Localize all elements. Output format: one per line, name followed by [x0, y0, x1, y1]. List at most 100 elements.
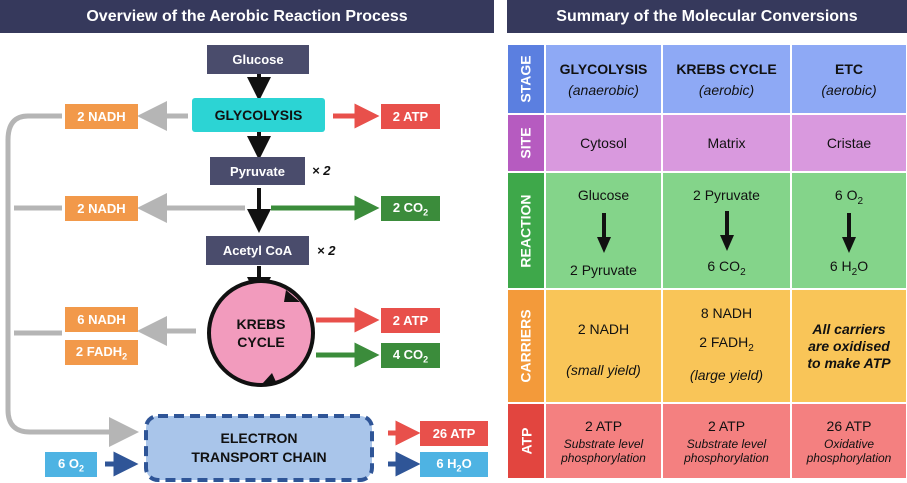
- row-header-atp-text: ATP: [518, 427, 534, 455]
- row-header-stage: STAGE: [507, 44, 545, 114]
- arrow-carriers-to-etc: [5, 113, 139, 447]
- cell-site-etc: Cristae: [791, 114, 907, 172]
- krebs-cycle-circle: [207, 279, 315, 387]
- stage-etc-note: (aerobic): [821, 81, 877, 98]
- co2-link-label: 2 CO2: [393, 200, 428, 218]
- atp-etc-box: 26 ATP: [420, 421, 488, 446]
- carriers-krebs-1: 8 NADH: [700, 304, 753, 321]
- krebs-cycle-label: KREBS CYCLE: [211, 314, 311, 352]
- co2-krebs-label: 4 CO2: [393, 347, 428, 365]
- reaction-etc-to-post: O: [857, 258, 869, 275]
- reaction-etc-from-text: 6 O: [834, 187, 858, 203]
- atp-krebs-note-1: Substrate level: [686, 436, 767, 451]
- atp-etc-note-2: phosphorylation: [806, 450, 892, 465]
- reaction-krebs-to: 6 CO2: [707, 258, 745, 278]
- atp-glycolysis: 2 ATP: [584, 417, 623, 434]
- krebs-cycle-arrowhead-bottom: [262, 373, 277, 384]
- reaction-krebs-to-sub: 2: [740, 266, 746, 278]
- glucose-box: Glucose: [207, 45, 309, 74]
- cell-stage-etc: ETC (aerobic): [791, 44, 907, 114]
- etc-box: [144, 414, 374, 482]
- atp-krebs: 2 ATP: [707, 417, 746, 434]
- cell-carriers-krebs: 8 NADH 2 FADH2 (large yield): [662, 289, 791, 403]
- nadh-glycolysis-label: 2 NADH: [77, 109, 126, 124]
- cell-stage-glycolysis: GLYCOLYSIS (anaerobic): [545, 44, 662, 114]
- glucose-label: Glucose: [232, 52, 284, 67]
- row-header-reaction: REACTION: [507, 172, 545, 289]
- pyruvate-box: Pyruvate: [210, 157, 305, 185]
- fadh-krebs-text: 2 FADH: [75, 343, 123, 359]
- carriers-etc-2: are oxidised: [808, 337, 890, 354]
- atp-glycolysis-note-2: phosphorylation: [561, 450, 646, 465]
- atp-krebs-box: 2 ATP: [381, 308, 440, 333]
- atp-etc-note-1: Oxidative: [823, 436, 875, 451]
- reaction-glycolysis-to: 2 Pyruvate: [570, 262, 637, 278]
- nadh-glycolysis-box: 2 NADH: [65, 104, 138, 129]
- carriers-glycolysis-note: (small yield): [566, 361, 641, 378]
- co2-link-sub: 2: [423, 207, 429, 218]
- glycolysis-box: GLYCOLYSIS: [192, 98, 325, 132]
- h2o-text-post: O: [461, 455, 472, 471]
- cell-carriers-glycolysis: 2 NADH (small yield): [545, 289, 662, 403]
- stage-glycolysis-note: (anaerobic): [568, 81, 639, 98]
- cell-site-glycolysis: Cytosol: [545, 114, 662, 172]
- cell-atp-glycolysis: 2 ATP Substrate level phosphorylation: [545, 403, 662, 479]
- atp-glycolysis-label: 2 ATP: [392, 109, 429, 124]
- site-etc: Cristae: [826, 135, 872, 151]
- reaction-etc-from-sub: 2: [857, 195, 864, 207]
- krebs-line-1: KREBS: [236, 316, 286, 332]
- reaction-krebs-from: 2 Pyruvate: [693, 187, 760, 203]
- nadh-krebs-box: 6 NADH: [65, 307, 138, 332]
- glycolysis-label: GLYCOLYSIS: [214, 107, 303, 123]
- stage-etc: ETC: [835, 60, 863, 77]
- down-arrow-icon: [719, 210, 734, 251]
- site-krebs: Matrix: [707, 135, 746, 151]
- carriers-krebs-2: 2 FADH2: [699, 334, 754, 354]
- h2o-sub: 2: [456, 463, 462, 474]
- carriers-etc-1: All carriers: [812, 320, 886, 337]
- h2o-text: 6 H: [436, 455, 457, 471]
- atp-etc-label: 26 ATP: [432, 426, 476, 441]
- atp-krebs-label: 2 ATP: [392, 313, 429, 328]
- reaction-etc-to-text: 6 H: [829, 258, 852, 275]
- o2-in-box: 6 O2: [45, 452, 97, 477]
- carriers-glycolysis: 2 NADH: [577, 320, 630, 337]
- atp-etc: 26 ATP: [826, 417, 872, 434]
- fadh-krebs-sub: 2: [122, 351, 128, 362]
- stage-glycolysis: GLYCOLYSIS: [559, 60, 648, 77]
- acetyl-multiplier: × 2: [317, 243, 336, 258]
- cell-stage-krebs: KREBS CYCLE (aerobic): [662, 44, 791, 114]
- cell-site-krebs: Matrix: [662, 114, 791, 172]
- stage-krebs-note: (aerobic): [698, 81, 755, 98]
- stage-krebs: KREBS CYCLE: [676, 60, 777, 77]
- co2-krebs-sub: 2: [423, 354, 429, 365]
- krebs-line-2: CYCLE: [237, 334, 285, 350]
- row-header-carriers-text: CARRIERS: [518, 309, 534, 383]
- cell-carriers-etc: All carriers are oxidised to make ATP: [791, 289, 907, 403]
- etc-line-2: TRANSPORT CHAIN: [191, 449, 327, 465]
- h2o-out-label: 6 H2O: [436, 456, 471, 474]
- h2o-out-box: 6 H2O: [420, 452, 488, 477]
- row-header-carriers: CARRIERS: [507, 289, 545, 403]
- etc-line-1: ELECTRON: [220, 430, 298, 446]
- fadh-krebs-box: 2 FADH2: [65, 340, 138, 365]
- row-header-site: SITE: [507, 114, 545, 172]
- acetyl-coa-box: Acetyl CoA: [206, 236, 309, 265]
- row-header-stage-text: STAGE: [518, 55, 535, 103]
- co2-krebs-box: 4 CO2: [381, 343, 440, 368]
- cell-atp-krebs: 2 ATP Substrate level phosphorylation: [662, 403, 791, 479]
- left-panel-title-text: Overview of the Aerobic Reaction Process: [86, 7, 408, 25]
- o2-in-text: 6 O: [58, 455, 79, 471]
- co2-krebs-text: 4 CO: [392, 346, 424, 362]
- cell-atp-etc: 26 ATP Oxidative phosphorylation: [791, 403, 907, 479]
- reaction-etc-to: 6 H2O: [830, 258, 868, 278]
- reaction-etc-from: 6 O2: [835, 187, 863, 207]
- o2-in-sub: 2: [78, 463, 84, 474]
- carriers-etc-3: to make ATP: [807, 354, 891, 371]
- reaction-krebs-to-text: 6 CO: [707, 258, 741, 275]
- carriers-krebs-note: (large yield): [689, 367, 764, 384]
- right-panel-title-text: Summary of the Molecular Conversions: [556, 7, 858, 25]
- down-arrow-icon: [596, 212, 611, 253]
- carriers-krebs-2-sub: 2: [748, 342, 754, 354]
